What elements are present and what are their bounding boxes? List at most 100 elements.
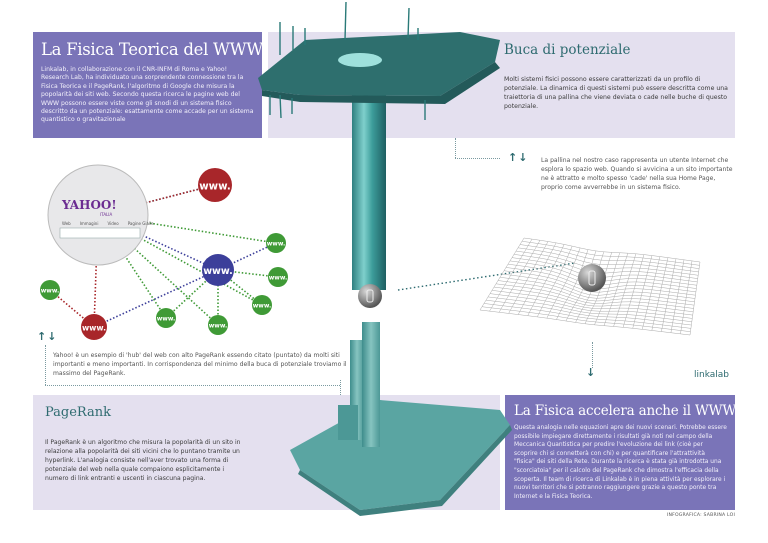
- grid-line: [632, 255, 653, 329]
- website-node-label: www.: [82, 323, 106, 332]
- user-figure-icon: [588, 270, 596, 286]
- link-line: [165, 269, 219, 319]
- website-node: [252, 295, 272, 315]
- website-node-label: www.: [203, 266, 233, 277]
- grid-line: [651, 257, 669, 331]
- grid-line: [495, 283, 694, 309]
- grid-line: [519, 244, 700, 269]
- website-node: [268, 267, 288, 287]
- potential-grid: [479, 237, 701, 336]
- pagerank-title: PageRank: [45, 405, 112, 420]
- physics-accelerates-body: Questa analogia nelle equazioni apre dei…: [514, 425, 727, 500]
- grid-line: [642, 256, 661, 330]
- well-opening: [338, 53, 382, 67]
- user-figure-icon: [366, 289, 374, 303]
- potential-column: [352, 80, 386, 290]
- grid-line: [603, 253, 629, 326]
- yahoo-hub-node: [47, 164, 149, 266]
- grid-line: [497, 280, 695, 306]
- yahoo-tab: Web: [62, 221, 71, 226]
- website-node: [156, 308, 176, 328]
- link-line: [97, 184, 216, 216]
- pagerank-body: Il PageRank è un algoritmo che misura la…: [45, 439, 241, 482]
- down-arrow-icon: ↓: [586, 366, 597, 379]
- connector-line: [340, 380, 341, 395]
- network-diagram: www.www.www.www.www.www.www.www.www.: [40, 164, 288, 340]
- connector-line: [455, 158, 500, 159]
- pagerank-surface-edge: [298, 425, 512, 516]
- grid-line: [485, 299, 692, 326]
- link-line: [49, 289, 95, 328]
- intro-body: Linkalab, in collaborazione con il CNR-I…: [41, 66, 254, 124]
- grid-line: [594, 252, 621, 325]
- ball-note: La pallina nel nostro caso rappresenta u…: [541, 157, 733, 191]
- physics-accelerates-panel: La Fisica accelera anche il WWW Questa a…: [505, 395, 737, 510]
- grid-line: [493, 286, 694, 313]
- link-line: [97, 214, 219, 326]
- connector-line: [45, 345, 46, 385]
- connector-line: [455, 138, 456, 158]
- surface-spikes: [269, 1, 426, 120]
- user-ball-on-grid-icon: [578, 264, 606, 292]
- connector-line: [592, 342, 593, 368]
- website-node: [202, 254, 234, 286]
- up-down-arrows-icon: ↑↓: [37, 330, 58, 343]
- grid-line: [515, 250, 699, 276]
- grid-line: [499, 277, 695, 303]
- pagerank-peak: [338, 405, 358, 440]
- grid-line: [527, 244, 565, 316]
- website-node: [198, 168, 232, 202]
- intro-title: La Fisica Teorica del WWW: [41, 40, 263, 59]
- pagerank-peak: [362, 322, 380, 447]
- potential-well-body: Molti sistemi fisici possono essere cara…: [504, 76, 728, 110]
- physics-accelerates-title: La Fisica accelera anche il WWW: [514, 403, 737, 419]
- website-node: [81, 314, 107, 340]
- website-node: [208, 315, 228, 335]
- grid-line: [481, 306, 691, 332]
- website-node-label: www.: [41, 288, 60, 295]
- website-node: [40, 280, 60, 300]
- grid-line: [491, 290, 693, 316]
- grid-line: [689, 261, 701, 336]
- grid-line: [670, 259, 685, 333]
- yahoo-tab: Video: [107, 221, 119, 226]
- link-line: [93, 214, 99, 328]
- potential-well-title: Buca di potenziale: [504, 42, 631, 58]
- website-node-label: www.: [267, 241, 286, 248]
- user-ball-icon: [358, 284, 382, 308]
- trajectory-line: [397, 262, 576, 291]
- top-surface-plate: [258, 32, 500, 96]
- grid-line: [489, 293, 693, 319]
- website-node: [266, 233, 286, 253]
- grid-line: [487, 296, 692, 322]
- grid-line: [622, 254, 645, 328]
- website-node-label: www.: [209, 323, 228, 330]
- grid-line: [501, 273, 696, 299]
- hub-note: Yahoo! è un esempio di 'hub' del web con…: [53, 352, 347, 377]
- yahoo-tabs: Web Immagini Video Pagine Gialle: [62, 221, 154, 226]
- grid-line: [613, 253, 637, 327]
- potential-well-panel: Buca di potenziale Molti sistemi fisici …: [268, 32, 735, 138]
- infographic-credit: INFOGRAFICA: SABRINA LOI: [666, 513, 735, 518]
- website-node-label: www.: [157, 316, 176, 323]
- website-node-label: www.: [269, 275, 288, 282]
- intro-panel: La Fisica Teorica del WWW Linkalab, in c…: [33, 32, 263, 138]
- grid-line: [517, 247, 699, 273]
- yahoo-search-box: [59, 227, 141, 239]
- yahoo-logo: YAHOO!: [62, 198, 117, 212]
- yahoo-tab: Pagine Gialle: [127, 221, 154, 226]
- website-node-label: www.: [199, 181, 230, 192]
- grid-line: [479, 309, 691, 336]
- yahoo-sublabel: ITALIA: [100, 212, 113, 217]
- linkalab-logo: linkalab: [694, 370, 730, 380]
- top-surface-edge: [262, 62, 500, 104]
- yahoo-tab: Immagini: [79, 221, 99, 226]
- connector-line: [45, 385, 340, 386]
- grid-line: [661, 258, 677, 332]
- grid-line: [521, 241, 700, 266]
- grid-line: [523, 237, 701, 263]
- grid-line: [680, 260, 693, 334]
- up-down-arrows-icon: ↑↓: [508, 151, 529, 164]
- pagerank-surface: [290, 400, 510, 510]
